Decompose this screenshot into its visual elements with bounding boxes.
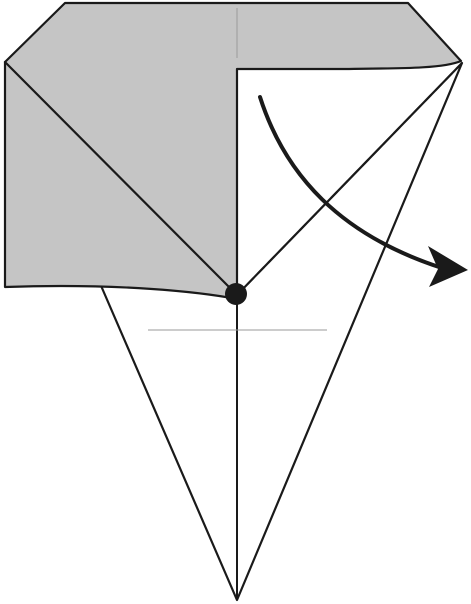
diagonal-crease-line: [4, 61, 238, 296]
fold-arrow-head-icon: [428, 246, 468, 287]
valley-fold-dashed-line: [236, 62, 463, 296]
fold-arrow-curve: [258, 95, 444, 270]
pivot-dot: [225, 283, 247, 305]
